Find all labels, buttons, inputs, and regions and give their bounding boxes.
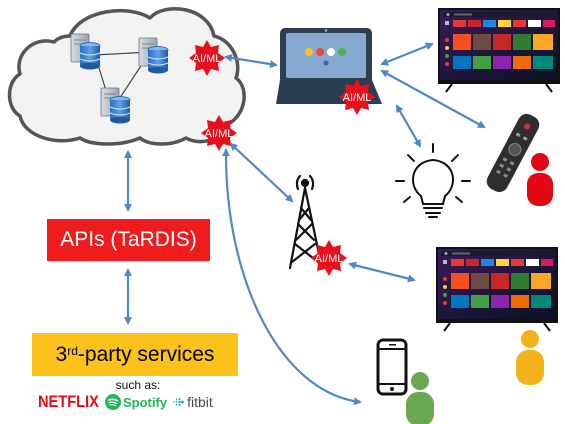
television-bottom bbox=[436, 247, 558, 332]
netflix-logo: NETFLIX bbox=[38, 392, 99, 411]
services-superscript: rd bbox=[67, 343, 78, 358]
fitbit-icon bbox=[173, 398, 184, 406]
ai-ml-gear: AI/ML bbox=[189, 40, 225, 76]
spotify-logo: Spotify bbox=[105, 394, 167, 410]
person-yellow-icon bbox=[516, 330, 544, 385]
services-suffix: -party services bbox=[77, 342, 215, 366]
ai-ml-label: AI/ML bbox=[193, 53, 222, 65]
television-top bbox=[438, 8, 560, 93]
fitbit-label: fitbit bbox=[187, 394, 213, 410]
remote-control bbox=[486, 113, 540, 193]
ai-ml-label: AI/ML bbox=[343, 92, 372, 104]
connection-arrows bbox=[124, 42, 486, 406]
spotify-icon bbox=[105, 394, 121, 410]
fitbit-logo: fitbit bbox=[172, 394, 213, 410]
cloud bbox=[7, 7, 246, 146]
person-green-icon bbox=[406, 372, 434, 424]
service-logos: NETFLIX Spotify fitbit bbox=[38, 392, 213, 412]
person-red-icon bbox=[527, 153, 553, 206]
ai-ml-label: AI/ML bbox=[315, 253, 344, 265]
ai-ml-gear: AI/ML bbox=[339, 79, 375, 115]
apis-label: APIs (TaRDIS) bbox=[60, 228, 197, 251]
ai-ml-gear: AI/ML bbox=[311, 240, 347, 276]
apis-box: APIs (TaRDIS) bbox=[47, 219, 210, 261]
services-prefix: 3 bbox=[55, 342, 68, 366]
spotify-label: Spotify bbox=[123, 394, 168, 410]
ai-ml-gear: AI/ML bbox=[201, 115, 237, 151]
light-bulb-icon bbox=[395, 143, 471, 218]
smartphone-icon bbox=[376, 338, 408, 396]
such-as-label: such as: bbox=[115, 378, 161, 392]
ai-ml-label: AI/ML bbox=[205, 128, 234, 140]
